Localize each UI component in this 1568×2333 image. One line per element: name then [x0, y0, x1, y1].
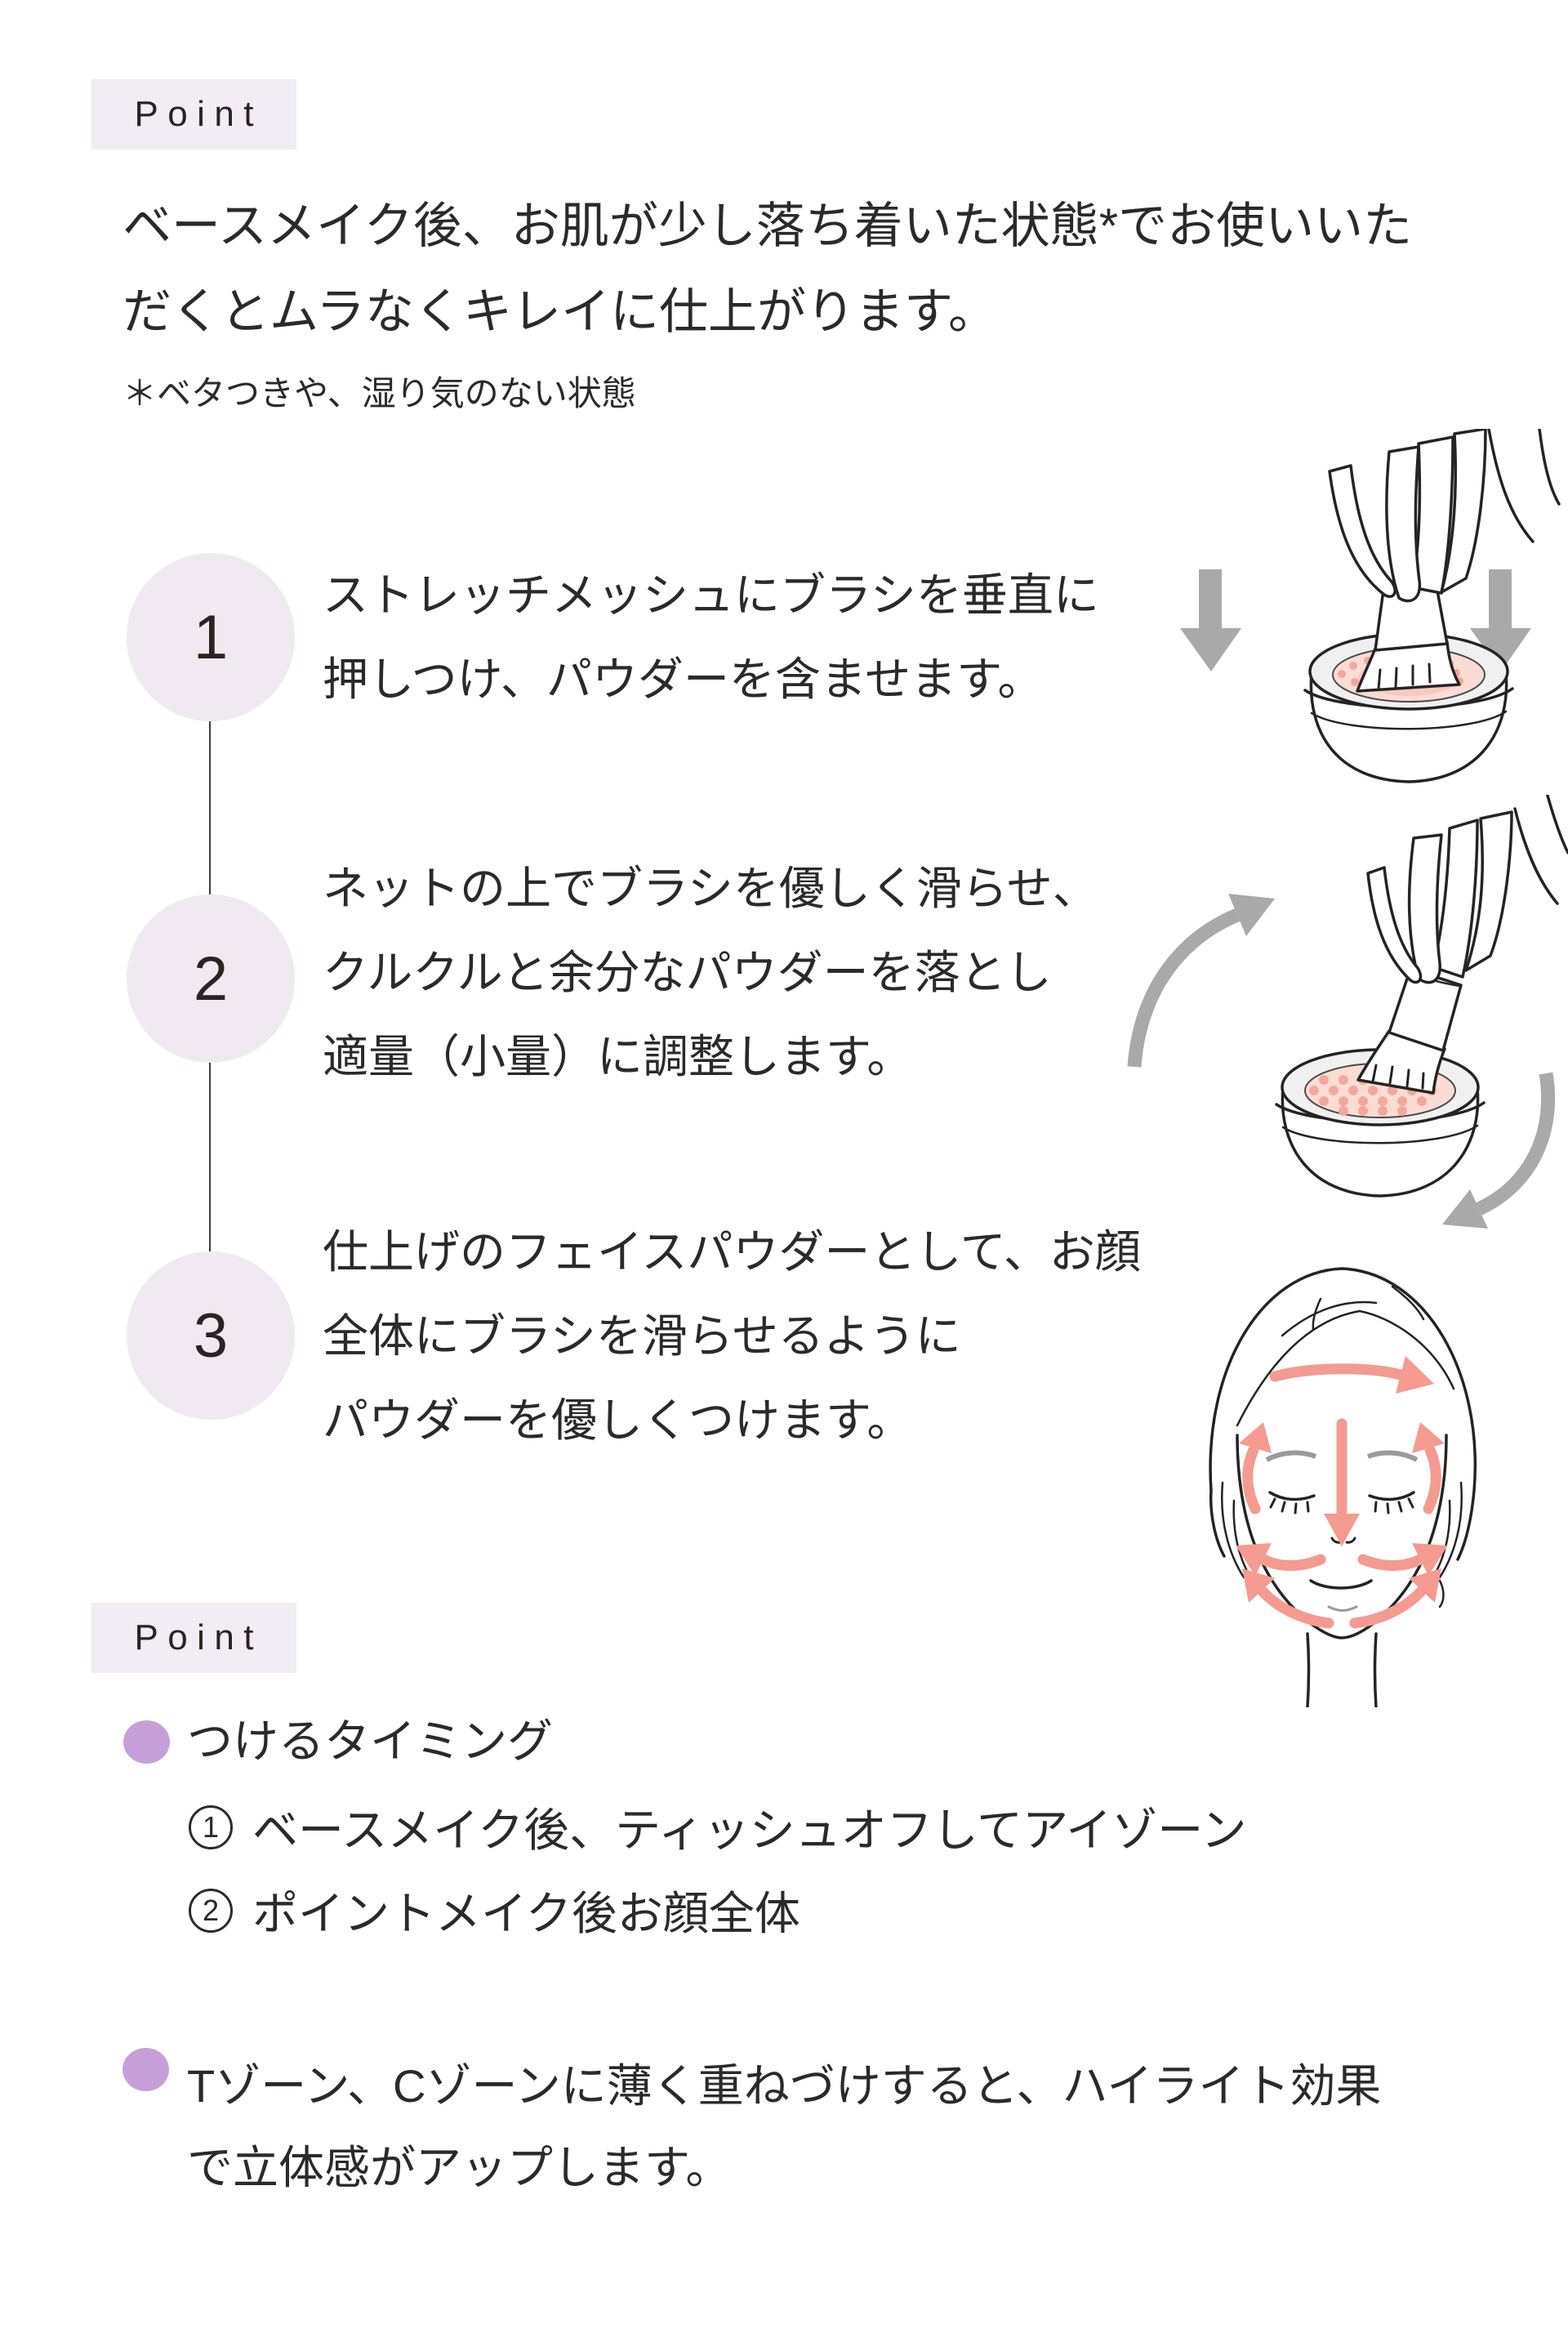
application-direction-arrows: [1236, 1356, 1448, 1629]
bullet-1-item-2: 2 ポイントメイク後お顔全体: [189, 1877, 800, 1943]
step-3-number-badge: 3: [127, 1251, 295, 1420]
intro-paragraph: ベースメイク後、お肌が少し落ち着いた状態*でお使いいた だくとムラなくキレイに仕…: [122, 199, 1413, 339]
hand: [1328, 429, 1561, 603]
bullet-dot-icon: [122, 2048, 169, 2091]
bullet-dot-icon: [123, 1720, 170, 1764]
step-3-text: 仕上げのフェイスパウダーとして、お顔 全体にブラシを滑らせるように パウダーを優…: [323, 1226, 1141, 1446]
bullet-2-text: Tゾーン、Cゾーンに薄く重ねづけすると、ハイライト効果 で立体感がアップします。: [187, 2060, 1382, 2193]
illustration-step2-swirl-brush: [1127, 795, 1568, 1229]
point-label-bottom: Point: [91, 1603, 296, 1673]
point-label-top: Point: [91, 79, 296, 149]
circled-number-1-icon: 1: [189, 1804, 233, 1849]
hand: [1366, 795, 1568, 984]
illustration-step3-face-arrows: [1209, 1267, 1477, 1707]
step-2-number: 2: [193, 943, 229, 1014]
step-1-text: ストレッチメッシュにブラシを垂直に 押しつけ、パウダーを含ませます。: [323, 569, 1099, 705]
bullet-1-item-1: 1 ベースメイク後、ティッシュオフしてアイゾーン: [189, 1794, 1246, 1860]
bullet-1-item-2-text: ポイントメイク後お顔全体: [252, 1888, 800, 1939]
bullet-1-item-1-text: ベースメイク後、ティッシュオフしてアイゾーン: [252, 1804, 1247, 1856]
illustration-step1-press-brush: [1180, 429, 1561, 783]
step-3-number: 3: [193, 1300, 229, 1371]
step-2-number-badge: 2: [127, 894, 295, 1063]
down-arrow-left-icon: [1180, 569, 1241, 671]
intro-footnote: ＊ベタつきや、湿り気のない状態: [122, 374, 636, 413]
step-1-number: 1: [193, 602, 229, 672]
step-1-number-badge: 1: [127, 553, 295, 721]
down-arrow-right-icon: [1470, 569, 1531, 671]
curved-arrow-up-icon: [1127, 894, 1275, 1068]
step-2-text: ネットの上でブラシを優しく滑らせ、 クルクルと余分なパウダーを落とし 適量（小量…: [323, 863, 1098, 1082]
curved-arrow-down-icon: [1442, 1072, 1556, 1229]
circled-number-2-icon: 2: [189, 1888, 233, 1933]
powder-brush: [1356, 576, 1461, 693]
powder-brush: [1356, 967, 1463, 1095]
bullet-1-heading: つけるタイミング: [187, 1715, 553, 1767]
